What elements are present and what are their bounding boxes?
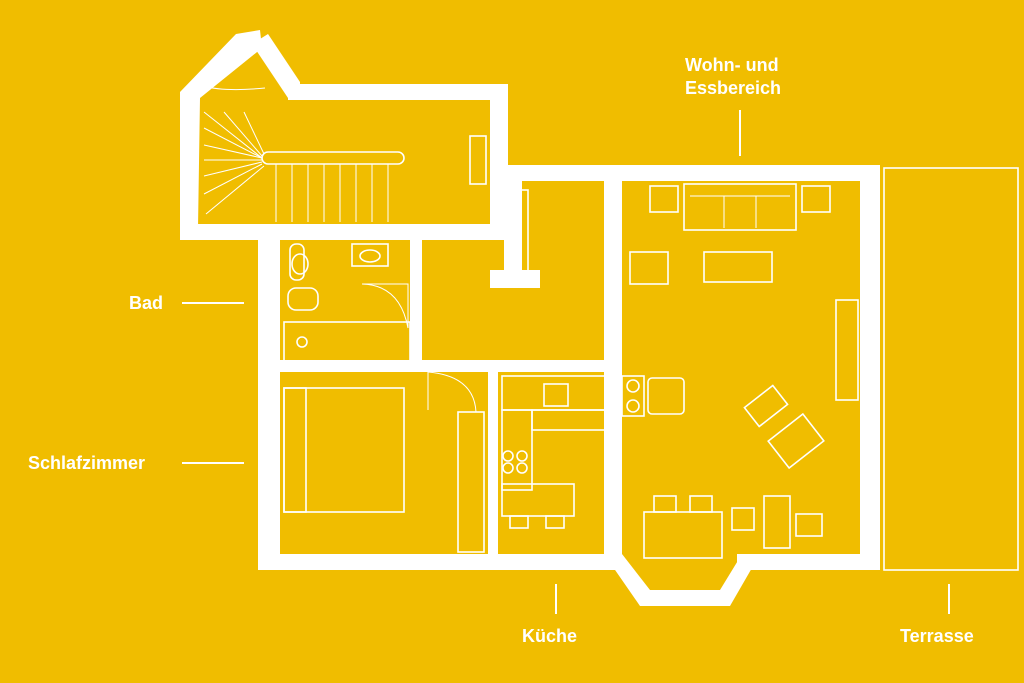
label-terrace: Terrasse [900, 626, 974, 646]
main-walls [258, 165, 880, 606]
stair-window-right [469, 135, 487, 185]
kitchen-fixtures [501, 375, 607, 529]
staircase-wing-walls [180, 30, 880, 240]
terrace-outline [883, 167, 1019, 571]
label-kitchen: Küche [522, 626, 578, 646]
living-furniture [621, 183, 831, 559]
bathroom-fixtures [283, 243, 411, 363]
staircase-door [202, 51, 266, 91]
windows [263, 189, 875, 568]
bedroom-furniture [283, 371, 485, 553]
leader-lines [182, 110, 950, 614]
stair-window [182, 147, 194, 197]
label-bath: Bad [129, 293, 164, 313]
label-bedroom: Schlafzimmer [28, 453, 146, 473]
staircase [203, 111, 405, 222]
label-living-dining: Wohn- und Essbereich [685, 55, 782, 98]
